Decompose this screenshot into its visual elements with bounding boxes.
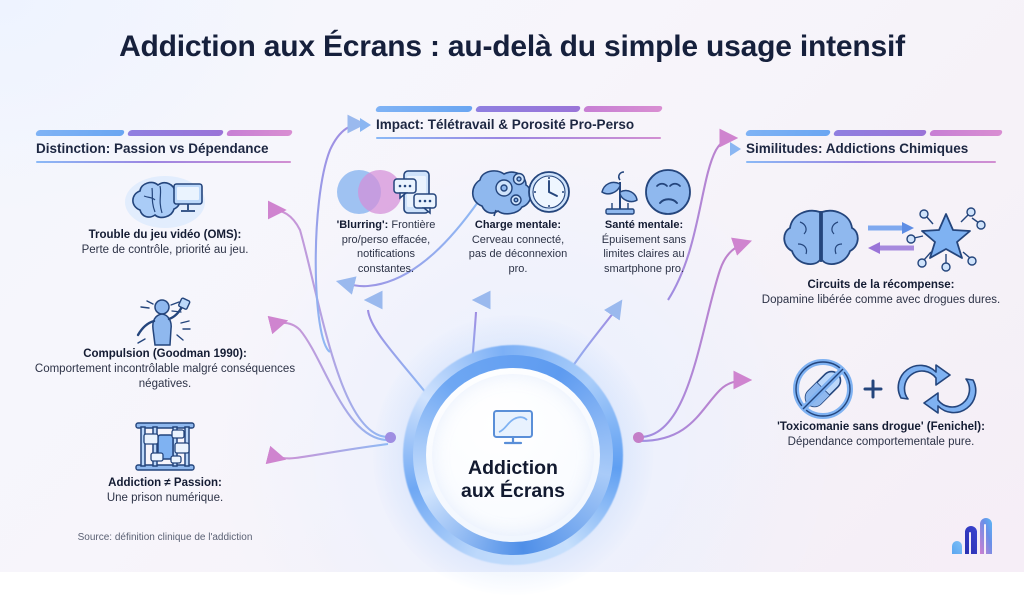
- right-item-2-text: 'Toxicomanie sans drogue' (Fenichel): Dé…: [752, 420, 1010, 450]
- brand-logo: [950, 516, 1002, 556]
- hub-title-line2: aux Écrans: [460, 479, 566, 502]
- section-underline-left: [36, 161, 291, 163]
- wilting-plant-sad-face-icon: [588, 166, 700, 218]
- right-item-2: 'Toxicomanie sans drogue' (Fenichel): Dé…: [752, 358, 1010, 450]
- accent-bar-purple: [832, 130, 928, 136]
- accent-bar-purple: [474, 106, 582, 112]
- accent-bar-purple: [126, 130, 225, 136]
- hub-title-line1: Addiction: [468, 456, 558, 479]
- center-item-3-heading: Santé mentale:: [604, 219, 684, 231]
- center-item-2-text: Charge mentale: Cerveau connecté, pas de…: [462, 218, 574, 276]
- accent-bar-blue: [34, 130, 126, 136]
- accent-bar-pink: [225, 130, 294, 136]
- center-item-2-body: Cerveau connecté, pas de déconnexion pro…: [468, 233, 568, 275]
- person-phone-compulsion-icon: [30, 295, 300, 347]
- arrow-right-icon-right-header: [730, 142, 741, 156]
- center-item-3-body: Épuisement sans limites claires au smart…: [601, 233, 687, 275]
- left-item-3-heading: Addiction ≠ Passion:: [108, 477, 222, 489]
- hub-node-left: [385, 432, 396, 443]
- accent-bars-left: [34, 130, 294, 136]
- left-item-2-body: Comportement incontrôlable malgré conséq…: [34, 363, 296, 390]
- section-title-right: Similitudes: Addictions Chimiques: [746, 141, 969, 156]
- left-item-1-text: Trouble du jeu vidéo (OMS): Perte de con…: [30, 228, 300, 258]
- venn-phone-chat-icon: [330, 166, 442, 218]
- right-item-1-body: Dopamine libérée comme avec drogues dure…: [761, 294, 1001, 306]
- accent-bars-right: [744, 130, 1004, 136]
- center-item-1: 'Blurring': Frontière pro/perso effacée,…: [330, 166, 442, 276]
- section-underline-right: [746, 161, 996, 163]
- left-item-1-body: Perte de contrôle, priorité au jeu.: [81, 244, 249, 256]
- left-item-3-text: Addiction ≠ Passion: Une prison numériqu…: [30, 476, 300, 506]
- center-item-3-text: Santé mentale: Épuisement sans limites c…: [588, 218, 700, 276]
- section-title-center: Impact: Télétravail & Porosité Pro-Perso: [376, 117, 635, 132]
- connector-lines: [265, 114, 753, 465]
- section-header-right: Similitudes: Addictions Chimiques: [744, 130, 1004, 163]
- no-pill-plus-loop-icon: [752, 358, 1010, 420]
- right-item-1: Circuits de la récompense: Dopamine libé…: [752, 198, 1010, 308]
- accent-bar-blue: [744, 130, 832, 136]
- hub-title: Addiction aux Écrans: [461, 457, 565, 503]
- right-item-2-heading: 'Toxicomanie sans drogue' (Fenichel):: [777, 421, 985, 433]
- center-item-1-body: Frontière pro/perso effacée, notificatio…: [341, 219, 436, 275]
- center-item-1-text: 'Blurring': Frontière pro/perso effacée,…: [330, 218, 442, 276]
- accent-bar-pink: [928, 130, 1004, 136]
- accent-bar-blue: [374, 106, 474, 112]
- section-header-left: Distinction: Passion vs Dépendance: [34, 130, 294, 163]
- phone-prison-bars-icon: [30, 418, 300, 476]
- right-item-1-heading: Circuits de la récompense:: [807, 279, 955, 291]
- source-note: Source: définition clinique de l'addicti…: [77, 532, 253, 543]
- brain-gears-clock-icon: [462, 166, 574, 218]
- section-underline-center: [376, 137, 661, 139]
- left-item-3-body: Une prison numérique.: [106, 492, 224, 504]
- central-hub: Addiction aux Écrans: [373, 315, 653, 595]
- left-item-2: Compulsion (Goodman 1990): Comportement …: [30, 295, 300, 392]
- left-item-3: Addiction ≠ Passion: Une prison numériqu…: [30, 418, 300, 506]
- center-item-2-heading: Charge mentale:: [474, 219, 562, 231]
- right-item-1-text: Circuits de la récompense: Dopamine libé…: [752, 278, 1010, 308]
- left-item-1: Trouble du jeu vidéo (OMS): Perte de con…: [30, 172, 300, 258]
- section-title-left: Distinction: Passion vs Dépendance: [36, 141, 269, 156]
- left-item-2-text: Compulsion (Goodman 1990): Comportement …: [30, 347, 300, 392]
- center-item-2: Charge mentale: Cerveau connecté, pas de…: [462, 166, 574, 276]
- left-item-2-heading: Compulsion (Goodman 1990):: [83, 348, 247, 360]
- center-item-3: Santé mentale: Épuisement sans limites c…: [588, 166, 700, 276]
- hub-node-right: [633, 432, 644, 443]
- brain-monitor-icon: [30, 172, 300, 228]
- accent-bar-pink: [582, 106, 664, 112]
- brain-dopamine-star-icon: [752, 198, 1010, 278]
- right-item-2-body: Dépendance comportementale pure.: [787, 436, 975, 448]
- hub-core: Addiction aux Écrans: [432, 374, 594, 536]
- arrow-right-icon-center-header: [360, 118, 371, 132]
- left-item-1-heading: Trouble du jeu vidéo (OMS):: [88, 229, 242, 241]
- page-title: Addiction aux Écrans : au-delà du simple…: [119, 30, 905, 63]
- center-item-1-heading: 'Blurring':: [336, 219, 389, 231]
- accent-bars-center: [374, 106, 664, 112]
- section-header-center: Impact: Télétravail & Porosité Pro-Perso: [374, 106, 664, 139]
- monitor-icon: [491, 408, 535, 451]
